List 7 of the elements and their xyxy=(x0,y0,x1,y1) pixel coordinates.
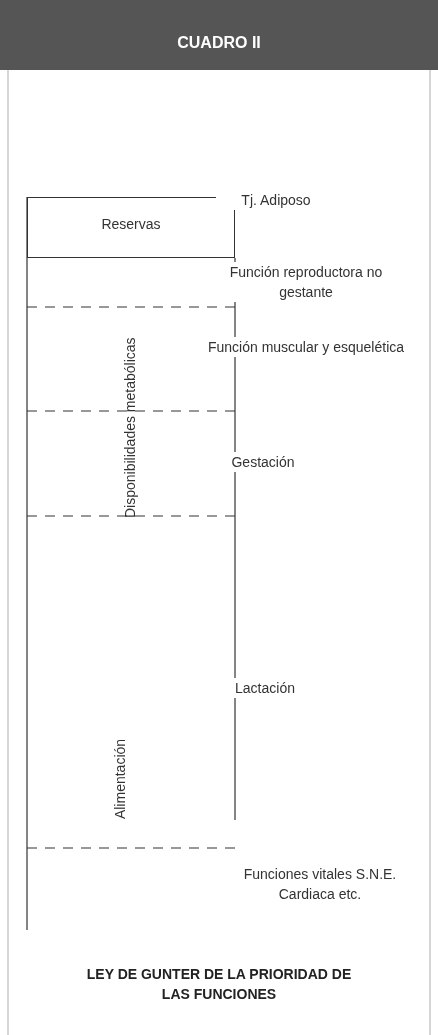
axis-label: Alimentación xyxy=(111,737,129,822)
reserve-box xyxy=(27,197,235,258)
axis-label: Disponibilidades metabólicas xyxy=(121,338,139,518)
title: CUADRO II xyxy=(176,34,262,52)
box-label: Reservas xyxy=(100,216,162,232)
caption: LEY DE GUNTER DE LA PRIORIDAD DE LAS FUNCIONES xyxy=(85,965,353,1004)
function-label: Función muscular y esquelética xyxy=(206,337,406,357)
